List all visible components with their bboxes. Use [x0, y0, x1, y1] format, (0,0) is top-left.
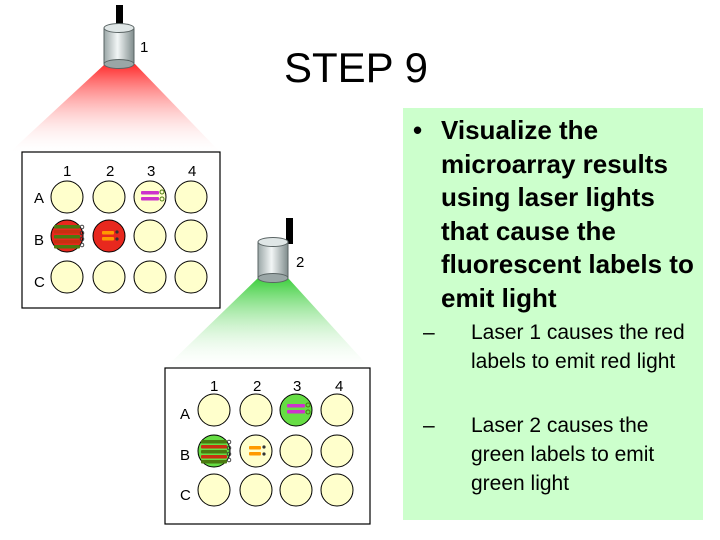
array-2-row-label: A	[180, 406, 190, 423]
well-B2	[239, 434, 273, 468]
probe-strand	[141, 197, 159, 201]
laser-1-beam	[10, 64, 220, 152]
step-title: STEP 9	[284, 44, 428, 91]
main-bullet-text: Visualize the microarray results using l…	[441, 115, 694, 313]
probe-bead	[305, 409, 311, 415]
laser-2-rod	[286, 218, 293, 244]
probe-bead	[226, 451, 232, 457]
probe-strand	[141, 191, 159, 195]
array-2-row-label: B	[180, 447, 190, 464]
array-2-col-label: 1	[210, 378, 218, 395]
probe-strand	[201, 455, 227, 459]
probe-bead	[79, 236, 85, 242]
probe-strand	[102, 237, 114, 241]
probe-bead	[79, 242, 85, 248]
array-2-wells	[197, 393, 354, 507]
probe-bead	[79, 230, 85, 236]
probe-strand	[287, 404, 305, 408]
probe-strand	[249, 446, 261, 450]
laser-1-body	[103, 27, 135, 65]
probe-strand	[201, 445, 227, 449]
probe-bead	[305, 402, 311, 408]
array-2-row-label: C	[180, 487, 191, 504]
laser-2-body	[257, 241, 289, 279]
well-C4	[320, 473, 354, 507]
well-A2	[239, 393, 273, 427]
laser-2-top	[257, 237, 289, 247]
well-A1	[197, 393, 231, 427]
microarray-2: 1 2 3 4 A B C	[164, 367, 371, 525]
well-C3	[133, 260, 167, 294]
probe-strand	[54, 225, 80, 229]
main-bullet: • Visualize the microarray results using…	[413, 114, 698, 315]
laser-2: 2	[165, 218, 370, 368]
microarray-1: 1 2 3 4 A B C	[21, 151, 221, 309]
probe-bead	[159, 196, 165, 202]
array-1-wells	[50, 180, 208, 294]
well-A4	[174, 180, 208, 214]
probe-bead	[226, 439, 232, 445]
array-2-col-label: 4	[335, 378, 343, 395]
probe-strand	[54, 235, 80, 239]
probe-bead	[226, 457, 232, 463]
array-2-col-label: 3	[293, 378, 301, 395]
laser-1-top	[103, 23, 135, 33]
array-1-row-label: A	[34, 190, 44, 207]
probe-strand	[54, 245, 80, 249]
sub-bullet-text: Laser 2 causes the green labels to emit …	[471, 414, 655, 495]
probe-strand	[287, 410, 305, 414]
well-B2	[92, 219, 126, 253]
probe-bead	[226, 445, 232, 451]
probe-strand	[102, 231, 114, 235]
sub-bullet-laser-2: – Laser 2 causes the green labels to emi…	[423, 411, 703, 498]
well-B4	[320, 434, 354, 468]
probe-strand	[201, 450, 227, 454]
laser-1: 1	[10, 5, 220, 152]
sub-bullet-text: Laser 1 causes the red labels to emit re…	[471, 321, 685, 373]
array-1-row-label: B	[34, 232, 44, 249]
well-C4	[174, 260, 208, 294]
probe-strand	[54, 230, 80, 234]
well-B3	[133, 219, 167, 253]
sub-bullet-marker: –	[423, 414, 435, 437]
well-B3	[279, 434, 313, 468]
array-1-col-label: 3	[147, 163, 155, 180]
well-C3	[279, 473, 313, 507]
well-A2	[92, 180, 126, 214]
laser-2-bottom	[257, 273, 289, 283]
probe-bead	[115, 237, 119, 241]
well-C2	[92, 260, 126, 294]
laser-1-rod	[116, 5, 123, 31]
probe-strand	[249, 452, 261, 456]
laser-2-beam	[165, 278, 370, 368]
bullet-marker: •	[413, 115, 423, 145]
array-1-col-label: 4	[188, 163, 196, 180]
array-1-col-label: 2	[106, 163, 114, 180]
well-C1	[197, 473, 231, 507]
well-B4	[174, 219, 208, 253]
well-A1	[50, 180, 84, 214]
probe-bead	[79, 224, 85, 230]
probe-bead	[115, 230, 119, 234]
laser-1-label: 1	[140, 39, 148, 56]
sub-bullet-laser-1: – Laser 1 causes the red labels to emit …	[423, 318, 703, 376]
well-C2	[239, 473, 273, 507]
laser-1-bottom	[103, 59, 135, 69]
explanation-box: • Visualize the microarray results using…	[403, 108, 703, 520]
probe-bead	[262, 445, 266, 449]
well-C1	[50, 260, 84, 294]
array-1-row-label: C	[34, 274, 45, 291]
probe-strand	[201, 440, 227, 444]
sub-bullet-marker: –	[423, 321, 435, 344]
probe-strand	[54, 240, 80, 244]
laser-2-label: 2	[296, 254, 304, 271]
array-2-col-label: 2	[253, 378, 261, 395]
array-1-col-label: 1	[63, 163, 71, 180]
well-A4	[320, 393, 354, 427]
probe-bead	[159, 189, 165, 195]
probe-strand	[201, 460, 227, 464]
probe-bead	[262, 452, 266, 456]
